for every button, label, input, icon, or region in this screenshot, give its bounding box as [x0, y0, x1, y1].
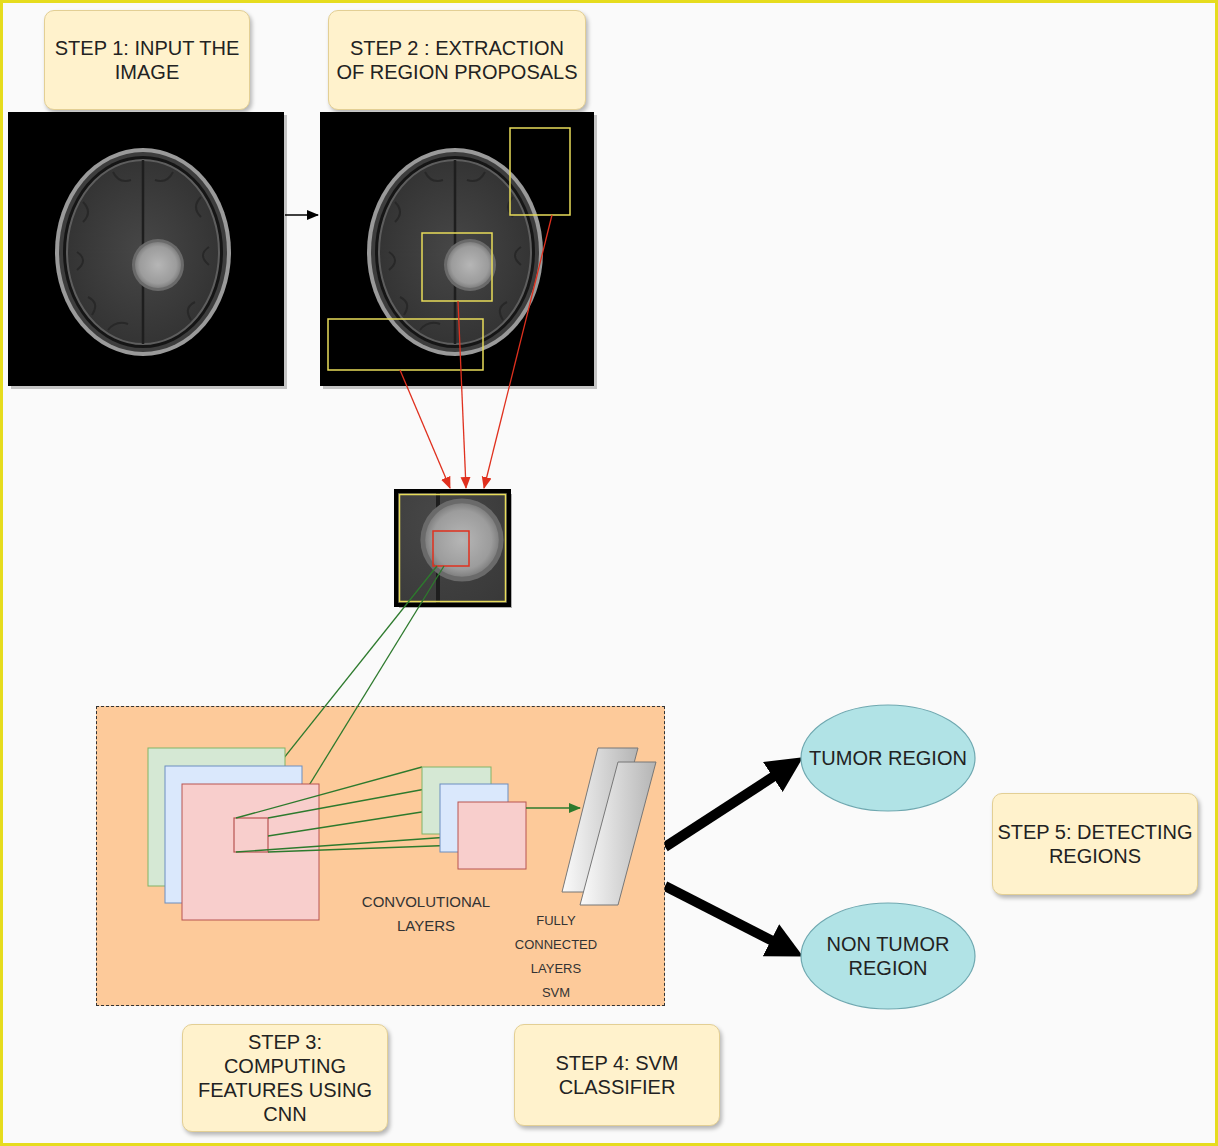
step-text: STEP 2 : EXTRACTION OF REGION PROPOSALS — [332, 36, 582, 84]
result-label: NON TUMOR REGION — [818, 932, 958, 980]
layer-label: FULLY CONNECTED LAYERS — [511, 909, 601, 981]
step-text: STEP 3: COMPUTING FEATURES USING CNN — [190, 1030, 380, 1126]
step-label: STEP 4: SVM CLASSIFIER — [514, 1024, 720, 1126]
step-text: STEP 4: SVM CLASSIFIER — [522, 1051, 712, 1099]
classifier-label: SVM — [511, 981, 601, 1005]
layer-label: CONVOLUTIONAL LAYERS — [346, 890, 506, 938]
result-ellipse: TUMOR REGION — [800, 704, 976, 812]
step-text: STEP 5: DETECTING REGIONS — [993, 820, 1197, 868]
result-arrow — [665, 886, 784, 947]
step-label: STEP 1: INPUT THE IMAGE — [44, 10, 250, 110]
result-label: TUMOR REGION — [803, 746, 973, 770]
result-ellipse: NON TUMOR REGION — [800, 902, 976, 1010]
result-arrow — [665, 769, 785, 847]
layer-label: FULLY CONNECTED LAYERS — [511, 909, 601, 981]
step-label: STEP 2 : EXTRACTION OF REGION PROPOSALS — [328, 10, 586, 110]
ellipse-shape — [801, 903, 975, 1009]
step-label: STEP 5: DETECTING REGIONS — [992, 793, 1198, 895]
step-label: STEP 3: COMPUTING FEATURES USING CNN — [182, 1024, 388, 1132]
ellipse-outline — [800, 902, 976, 1010]
classifier-label: SVM — [511, 981, 601, 1005]
ellipse-shape — [801, 705, 975, 811]
layer-label: CONVOLUTIONAL LAYERS — [346, 890, 506, 938]
cnn-panel: CONVOLUTIONAL LAYERSFULLY CONNECTED LAYE… — [96, 706, 665, 1006]
step-text: STEP 1: INPUT THE IMAGE — [45, 36, 249, 84]
